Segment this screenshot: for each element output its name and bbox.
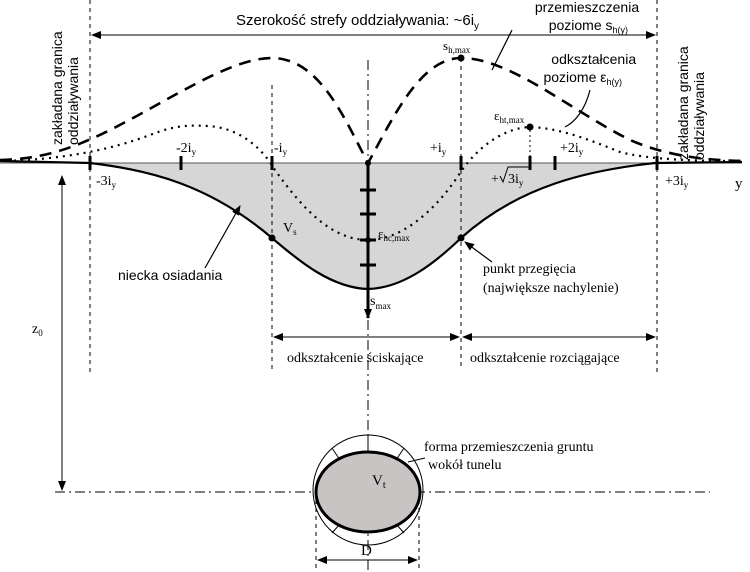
z0-label: z0 <box>32 322 43 338</box>
horizontal-strain-curve <box>0 124 743 242</box>
tunnel-form-label: forma przemieszczenia gruntu wokół tunel… <box>424 440 597 473</box>
eps-hc-max-label: εhc,max <box>378 226 410 243</box>
displacement-leader <box>491 29 513 71</box>
tunnel-ticks <box>331 435 405 534</box>
tick-label-plus2: +2iy <box>560 141 584 157</box>
eps-ht-max-point <box>526 123 534 131</box>
tick-label-plus-sqrt3: + 3iy <box>491 166 530 188</box>
diameter-label: D <box>361 543 372 559</box>
settlement-trough <box>90 163 655 289</box>
strain-leader <box>564 89 591 128</box>
eps-ht-max-label: εht,max <box>494 108 525 125</box>
zone-width-label: Szerokość strefy oddziaływania: ~6iy <box>236 12 479 32</box>
compression-zone-label: odkształcenie ściskające <box>287 351 423 366</box>
inflection-point-right <box>457 234 465 242</box>
horizontal-displacement-label: przemieszczenia poziome sh(y) <box>535 0 643 35</box>
tick-label-plus3: +3iy <box>665 174 689 190</box>
center-max-point <box>365 237 371 243</box>
vs-label: Vs <box>283 221 297 237</box>
left-boundary-label: zakładana granica oddziaływania <box>49 27 81 145</box>
axis-ticks <box>88 156 659 170</box>
svg-text:+: + <box>491 172 499 187</box>
tunnel-deformed-shape <box>314 450 422 534</box>
horizontal-strain-label: odkształcenia poziome εh(y) <box>543 51 640 87</box>
tunnel-form-leader <box>407 457 426 463</box>
tick-label-minus3: -3iy <box>96 174 117 190</box>
right-boundary-label: zakładana granica oddziaływania <box>675 42 707 160</box>
tension-zone-label: odkształcenie rozciągające <box>470 351 620 366</box>
surface-center-point <box>365 160 371 166</box>
sh-max-point <box>457 54 465 62</box>
inflection-label: punkt przegięcia (największe nachylenie) <box>483 262 619 296</box>
y-axis-label: y <box>735 176 743 192</box>
inflection-leader <box>464 241 493 263</box>
sh-max-label: sh,max <box>443 38 471 55</box>
svg-text:3iy: 3iy <box>508 172 524 188</box>
vt-label: Vt <box>372 473 386 491</box>
smax-label: smax <box>370 294 391 311</box>
tick-label-minus1: -iy <box>274 141 288 157</box>
tick-label-minus2: -2iy <box>176 141 197 157</box>
tick-label-plus1: +iy <box>430 141 447 157</box>
inflection-point-left <box>268 234 276 242</box>
trough-name-label: niecka osiadania <box>118 267 223 283</box>
trough-leader <box>204 205 241 269</box>
